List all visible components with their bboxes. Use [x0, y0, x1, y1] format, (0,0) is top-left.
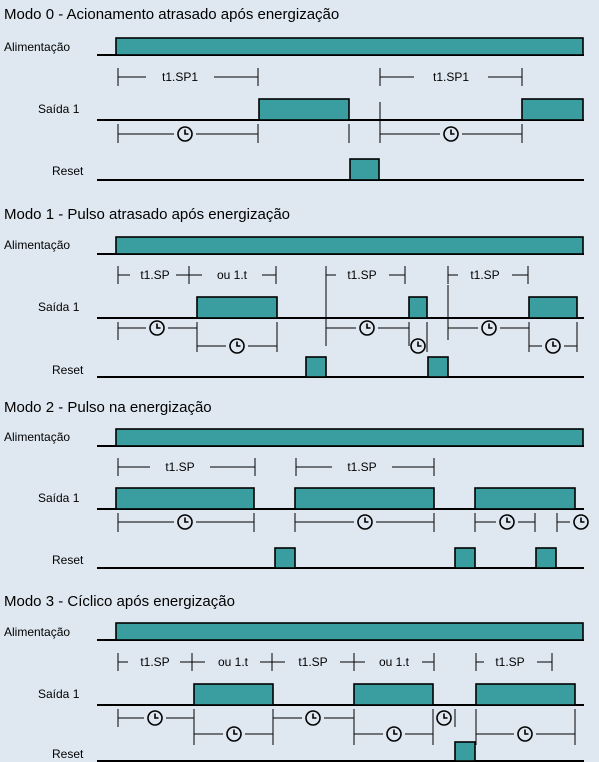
- mode-1-output-pulse-1: [196, 296, 278, 319]
- clock-icon: [481, 320, 497, 336]
- clock-icon: [517, 726, 533, 742]
- clock-icon: [436, 710, 452, 726]
- mode-1-supply-label: Alimentação: [4, 238, 70, 252]
- clock-icon: [147, 710, 163, 726]
- clock-icon: [499, 514, 515, 530]
- mode-2-output-label: Saída 1: [38, 491, 80, 505]
- clock-icon: [357, 514, 373, 530]
- mode-0-output-label: Saída 1: [38, 102, 80, 116]
- mode-1-output-label: Saída 1: [38, 300, 80, 314]
- mode-1-supply-pulse: [115, 236, 584, 255]
- mode-3-supply-label: Alimentação: [4, 625, 70, 639]
- mode-2-dimension-2: t1.SP: [295, 458, 435, 476]
- mode-3: Modo 3 - Cíclico após energização Alimen…: [4, 593, 584, 762]
- mode-0-reset-pulse: [349, 158, 380, 181]
- mode-2-dim-label-1: t1.SP: [165, 460, 194, 474]
- mode-0-supply-pulse: [115, 37, 584, 56]
- clock-icon: [386, 726, 402, 742]
- mode-3-dim-label-1: t1.SP: [140, 655, 169, 669]
- mode-1-dim-label-3: t1.SP: [347, 268, 376, 282]
- mode-0-output-pulse-2: [521, 98, 584, 121]
- mode-3-supply-pulse: [115, 622, 584, 641]
- mode-0-dim-label-1: t1.SP1: [162, 70, 198, 84]
- mode-1-dimension-row: t1.SP ou 1.t t1.SP t1.SP: [117, 266, 529, 284]
- mode-1-reset-pulse-2: [427, 356, 449, 378]
- mode-3-title: Modo 3 - Cíclico após energização: [4, 593, 235, 610]
- clock-icon: [149, 320, 165, 336]
- clock-icon: [177, 514, 193, 530]
- mode-2-supply-pulse: [115, 428, 584, 447]
- mode-2: Modo 2 - Pulso na energização Alimentaçã…: [4, 399, 589, 569]
- clock-icon: [229, 338, 245, 354]
- clock-icon: [573, 514, 589, 530]
- clock-icon: [359, 320, 375, 336]
- clock-icon: [443, 126, 459, 142]
- clock-icon: [305, 710, 321, 726]
- mode-3-dim-label-5: t1.SP: [495, 655, 524, 669]
- mode-1-dim-label-1: t1.SP: [140, 268, 169, 282]
- mode-1-reset-pulse-1: [305, 356, 327, 378]
- mode-3-dim-label-2: ou 1.t: [218, 655, 249, 669]
- mode-2-output-pulse-2: [294, 487, 435, 510]
- mode-1-dim-label-2: ou 1.t: [217, 268, 248, 282]
- clock-icon: [226, 726, 242, 742]
- mode-1-dim-label-4: t1.SP: [470, 268, 499, 282]
- mode-0-output-pulse-1: [258, 98, 350, 121]
- mode-2-output-pulse-1: [115, 487, 255, 510]
- mode-2-reset-pulse-1: [274, 547, 296, 569]
- mode-2-dimension-1: t1.SP: [117, 458, 256, 476]
- mode-0-supply-label: Alimentação: [4, 40, 70, 54]
- mode-0-reset-label: Reset: [52, 164, 84, 178]
- mode-1-reset-label: Reset: [52, 363, 84, 377]
- mode-3-dimension-row: t1.SP ou 1.t t1.SP ou 1.t t1.SP: [117, 653, 553, 671]
- mode-2-reset-label: Reset: [52, 553, 84, 567]
- mode-3-output-pulse-3: [475, 683, 576, 706]
- mode-3-output-pulse-2: [353, 683, 434, 706]
- clock-icon: [177, 126, 193, 142]
- mode-3-reset-pulse: [454, 741, 476, 762]
- mode-1-title: Modo 1 - Pulso atrasado após energização: [4, 206, 290, 223]
- clock-icon: [545, 338, 561, 354]
- mode-0-dimension-2: t1.SP1: [379, 68, 523, 86]
- mode-3-output-label: Saída 1: [38, 687, 80, 701]
- mode-3-reset-label: Reset: [52, 747, 84, 761]
- mode-2-dim-label-2: t1.SP: [347, 460, 376, 474]
- mode-0: Modo 0 - Acionamento atrasado após energ…: [4, 6, 584, 181]
- mode-2-reset-pulse-2: [454, 547, 476, 569]
- mode-2-supply-label: Alimentação: [4, 430, 70, 444]
- mode-3-output-pulse-1: [193, 683, 274, 706]
- mode-1: Modo 1 - Pulso atrasado após energização…: [4, 206, 584, 378]
- mode-0-dim-label-2: t1.SP1: [433, 70, 469, 84]
- mode-3-dim-label-4: ou 1.t: [379, 655, 410, 669]
- mode-1-output-pulse-3: [528, 296, 578, 319]
- mode-2-reset-pulse-3: [535, 547, 557, 569]
- mode-1-output-pulse-2: [408, 296, 428, 319]
- mode-2-output-pulse-3: [474, 487, 576, 510]
- mode-2-title: Modo 2 - Pulso na energização: [4, 399, 212, 416]
- mode-0-dimension-1: t1.SP1: [117, 68, 259, 86]
- mode-3-dim-label-3: t1.SP: [298, 655, 327, 669]
- clock-icon: [410, 338, 426, 354]
- mode-0-title: Modo 0 - Acionamento atrasado após energ…: [4, 6, 339, 23]
